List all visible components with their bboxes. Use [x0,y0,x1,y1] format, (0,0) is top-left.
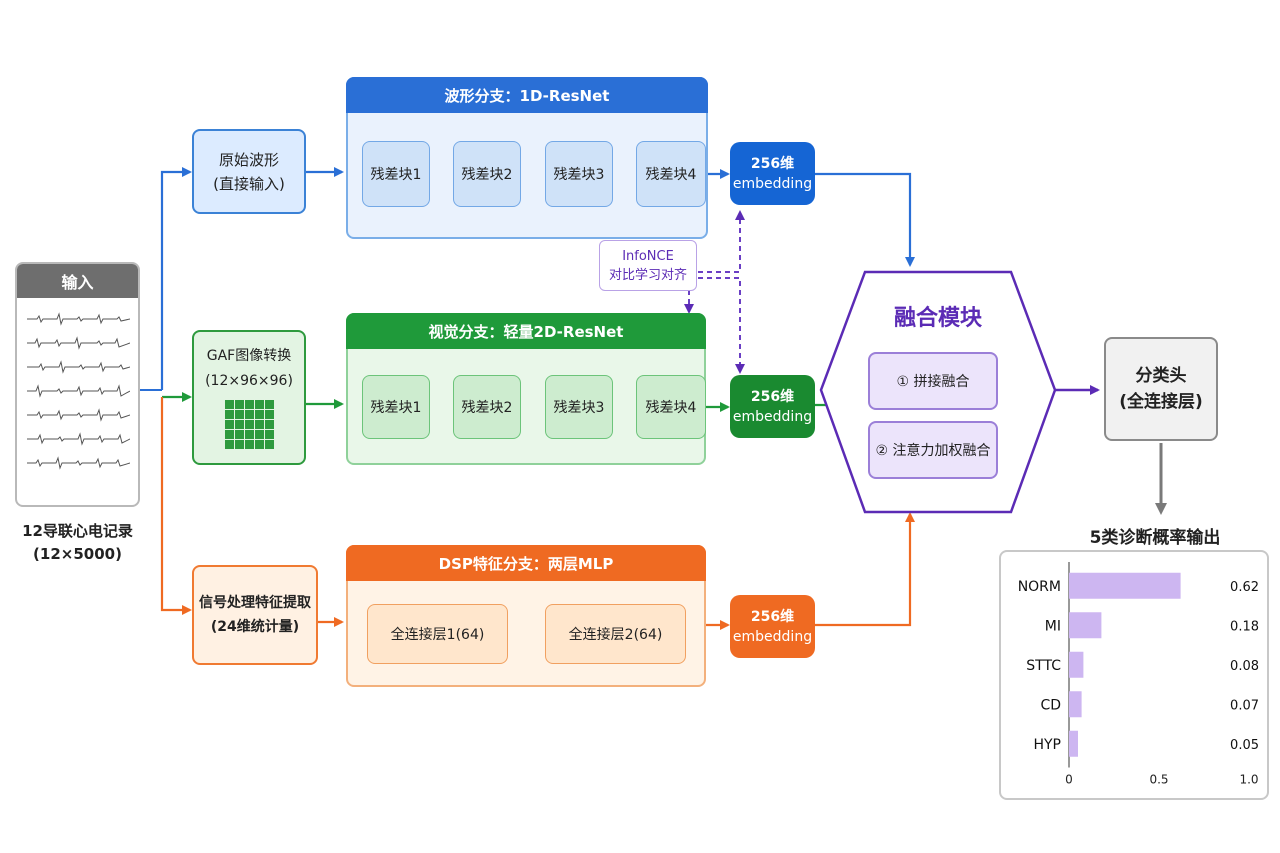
input-fanout-arrows [140,167,192,615]
dsp-fc-layer-1: 全连接层1(64) [367,604,508,664]
category-label: CD [1040,697,1061,713]
waveform-embedding-dim: 256维 [750,155,795,172]
dsp-branch-title: DSP特征分支：两层MLP [346,545,706,581]
dsp-feature-label: 信号处理特征提取 [199,595,311,611]
input-header: 输入 [17,264,138,298]
dsp-feature-sublabel: (24维统计量) [210,619,300,635]
fusion-concat-item: ① 拼接融合 [868,352,998,410]
bar-norm [1069,572,1181,599]
x-tick-label: 0.5 [1149,773,1168,787]
infonce-label: InfoNCE 对比学习对齐 [599,240,697,291]
gaf-transform-box: GAF图像转换 (12×96×96) [192,330,306,465]
classifier-title: 分类头 [1135,366,1187,386]
input-caption-line2: (12×5000) [33,545,122,563]
raw-waveform-sublabel: (直接输入) [213,174,285,193]
input-caption-line1: 12导联心电记录 [22,521,133,540]
visual-branch-title: 视觉分支：轻量2D-ResNet [346,313,706,349]
x-tick-label: 1.0 [1239,773,1258,787]
waveform-embedding: 256维 embedding [730,142,815,205]
bar-sttc [1069,651,1084,678]
chart-title: 5类诊断概率输出 [1089,527,1221,548]
ecg-lead-trace [27,384,130,398]
waveform-resblock-2: 残差块2 [453,141,521,207]
visual-embedding-dim: 256维 [750,388,795,405]
infonce-title: InfoNCE [622,248,674,264]
category-label: NORM [1018,579,1061,595]
dsp-embedding-dim: 256维 [750,608,795,625]
dsp-embedding: 256维 embedding [730,595,815,658]
visual-embedding: 256维 embedding [730,375,815,438]
fusion-title: 融合模块 [893,306,982,331]
waveform-branch-title: 波形分支：1D-ResNet [346,77,708,113]
gaf-transform-sublabel: (12×96×96) [205,373,293,389]
bar-hyp [1069,730,1078,757]
value-label: 0.07 [1230,698,1259,713]
value-label: 0.18 [1230,619,1259,634]
ecg-lead-trace [27,336,130,350]
fusion-attention-item: ② 注意力加权融合 [868,421,998,479]
ecg-lead-trace [27,408,130,422]
ecg-lead-trace [27,456,130,470]
raw-waveform-label: 原始波形 [218,150,279,169]
waveform-embedding-label: embedding [732,175,813,192]
category-label: MI [1045,618,1061,634]
visual-resblock-4: 残差块4 [636,375,706,439]
waveform-resblock-1: 残差块1 [362,141,430,207]
ecg-lead-trace [27,312,130,326]
visual-resblock-1: 残差块1 [362,375,430,439]
dsp-embedding-label: embedding [732,628,813,645]
dsp-feature-box: 信号处理特征提取 (24维统计量) [192,565,318,665]
ecg-lead-trace [27,432,130,446]
waveform-resblock-3: 残差块3 [545,141,613,207]
bar-mi [1069,612,1102,639]
visual-embedding-label: embedding [732,408,813,425]
classifier-subtitle: (全连接层) [1119,392,1203,412]
input-panel: 输入 [15,262,140,507]
x-tick-label: 0 [1065,773,1073,787]
waveform-resblock-4: 残差块4 [636,141,706,207]
raw-waveform-box: 原始波形 (直接输入) [192,129,306,214]
ecg-lead-trace [27,360,130,374]
value-label: 0.05 [1230,738,1259,753]
bar-cd [1069,691,1082,718]
infonce-subtitle: 对比学习对齐 [608,267,687,283]
value-label: 0.62 [1230,580,1259,595]
value-label: 0.08 [1230,659,1259,674]
visual-resblock-2: 残差块2 [453,375,521,439]
gaf-transform-label: GAF图像转换 [206,348,292,364]
gaf-grid-icon [225,400,274,449]
visual-resblock-3: 残差块3 [545,375,613,439]
dsp-fc-layer-2: 全连接层2(64) [545,604,686,664]
infonce-dashed-arrows [684,206,745,374]
category-label: HYP [1033,737,1061,753]
category-label: STTC [1026,658,1061,674]
classifier-head: 分类头 (全连接层) [1104,337,1218,441]
